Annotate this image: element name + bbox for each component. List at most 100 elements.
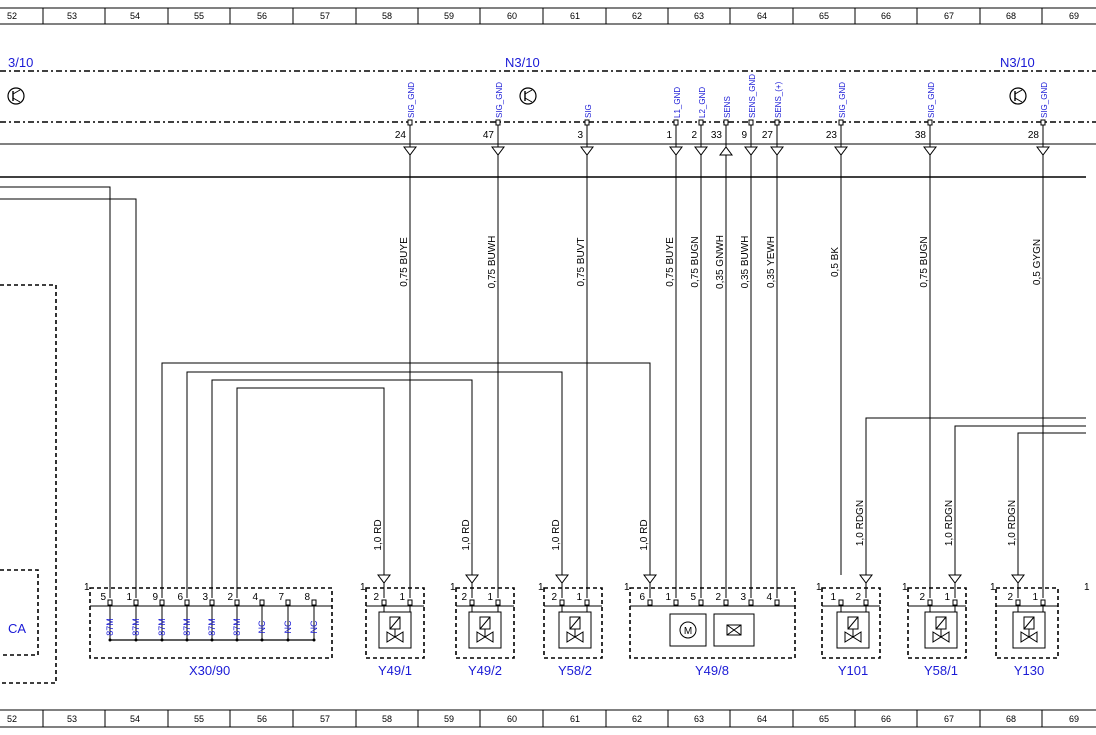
component-pin-socket xyxy=(647,599,653,606)
junction-dot xyxy=(286,638,290,642)
component-pin-socket xyxy=(559,599,565,606)
grid-number: 52 xyxy=(7,714,17,724)
component-pin-number: 4 xyxy=(766,592,772,603)
component-pin-number: 1 xyxy=(830,592,836,603)
connector-pin-number: 3 xyxy=(202,592,208,603)
component-pin-number: 6 xyxy=(639,592,645,603)
connector-pin-socket xyxy=(285,599,291,606)
connector-pin-number: 1 xyxy=(126,592,132,603)
grid-number: 58 xyxy=(382,714,392,724)
component-label: Y101 xyxy=(838,663,868,678)
junction-dot xyxy=(210,638,214,642)
pin-arrow-down-icon xyxy=(1011,574,1025,584)
grid-number: 58 xyxy=(382,11,392,21)
connector-x30-label: X30/90 xyxy=(189,663,230,678)
component-label: Y49/1 xyxy=(378,663,412,678)
motor-letter: M xyxy=(684,626,692,637)
transistor-icon xyxy=(519,87,537,105)
pin-arrow-down-icon xyxy=(580,146,594,156)
ecu-pin-name: SENS_GND xyxy=(748,74,757,118)
ecu-pin-number: 24 xyxy=(395,130,407,141)
component-pin-number: 1 xyxy=(665,592,671,603)
grid-number: 57 xyxy=(320,714,330,724)
right-corner-num: 1 xyxy=(1084,582,1090,593)
ecu-label-center: N3/10 xyxy=(505,55,540,70)
connector-pin-socket xyxy=(159,599,165,606)
pin-arrow-down-icon xyxy=(669,146,683,156)
connector-pin-name: 87M xyxy=(232,618,242,636)
pin-arrow-down-icon xyxy=(491,146,505,156)
ecu-label-left: 3/10 xyxy=(8,55,33,70)
rail-right-2 xyxy=(954,425,1086,575)
component-label: Y130 xyxy=(1014,663,1044,678)
grid-number: 54 xyxy=(130,11,140,21)
transistor-icon xyxy=(1009,87,1027,105)
rail-right-1 xyxy=(865,417,1086,575)
connector-pin-number: 5 xyxy=(100,592,106,603)
rdgn-wire-label: 1,0 RDGN xyxy=(944,500,955,546)
connector-pin-name: NC xyxy=(257,620,267,633)
grid-number: 65 xyxy=(819,714,829,724)
component-pin-socket xyxy=(863,599,869,606)
ecu-pin-socket xyxy=(774,119,780,126)
ecu-pin-number: 38 xyxy=(915,130,927,141)
grid-number: 66 xyxy=(881,11,891,21)
connector-pin-number: 2 xyxy=(227,592,233,603)
ecu-pin-name: L2_GND xyxy=(698,87,707,118)
connector-pin-name: 87M xyxy=(131,618,141,636)
component-corner-number: 1 xyxy=(990,582,996,593)
rail-87m-4 xyxy=(236,387,385,598)
junction-dot xyxy=(185,638,189,642)
component-pin-number: 2 xyxy=(855,592,861,603)
pin-arrow-down-icon xyxy=(643,574,657,584)
component-pin-socket xyxy=(748,599,754,606)
component-corner-number: 1 xyxy=(360,582,366,593)
connector-pin-socket xyxy=(209,599,215,606)
pin-arrow-down-icon xyxy=(923,146,937,156)
component-corner-number: 1 xyxy=(624,582,630,593)
rd-wire-label: 1,0 RD xyxy=(551,519,562,550)
grid-number: 59 xyxy=(444,714,454,724)
rdgn-wire-label: 1,0 RDGN xyxy=(1007,500,1018,546)
ecu-pin-number: 47 xyxy=(483,130,495,141)
connector-pin-socket xyxy=(184,599,190,606)
ecu-pin-socket xyxy=(927,119,933,126)
ecu-pin-name: SIG_GND xyxy=(495,82,504,118)
component-pin-socket xyxy=(774,599,780,606)
ecu-pin-number: 33 xyxy=(711,130,723,141)
grid-number: 60 xyxy=(507,11,517,21)
component-pin-socket xyxy=(495,599,501,606)
pin-arrow-down-icon xyxy=(555,574,569,584)
rdgn-wire-label: 1,0 RDGN xyxy=(855,500,866,546)
component-label: Y58/1 xyxy=(924,663,958,678)
connector-pin-number: 9 xyxy=(152,592,158,603)
component-pin-socket xyxy=(1040,599,1046,606)
pin-arrow-down-icon xyxy=(948,574,962,584)
component-pin-number: 2 xyxy=(461,592,467,603)
ecu-pin-name: SIG_GND xyxy=(927,82,936,118)
grid-number: 67 xyxy=(944,714,954,724)
component-corner-number: 1 xyxy=(902,582,908,593)
left-partial-label: CA xyxy=(8,621,26,636)
component-pin-number: 1 xyxy=(399,592,405,603)
ecu-pin-number: 1 xyxy=(666,130,672,141)
wire-left-1 xyxy=(0,186,111,598)
component-pin-number: 2 xyxy=(919,592,925,603)
component-pin-socket xyxy=(1015,599,1021,606)
component-label: Y49/2 xyxy=(468,663,502,678)
ecu-pin-socket xyxy=(584,119,590,126)
rail-87m-2 xyxy=(186,371,563,598)
motor-icon xyxy=(679,621,697,639)
connector-x30-corner: 1 xyxy=(84,582,90,593)
grid-number: 57 xyxy=(320,11,330,21)
pin-arrow-down-icon xyxy=(403,146,417,156)
